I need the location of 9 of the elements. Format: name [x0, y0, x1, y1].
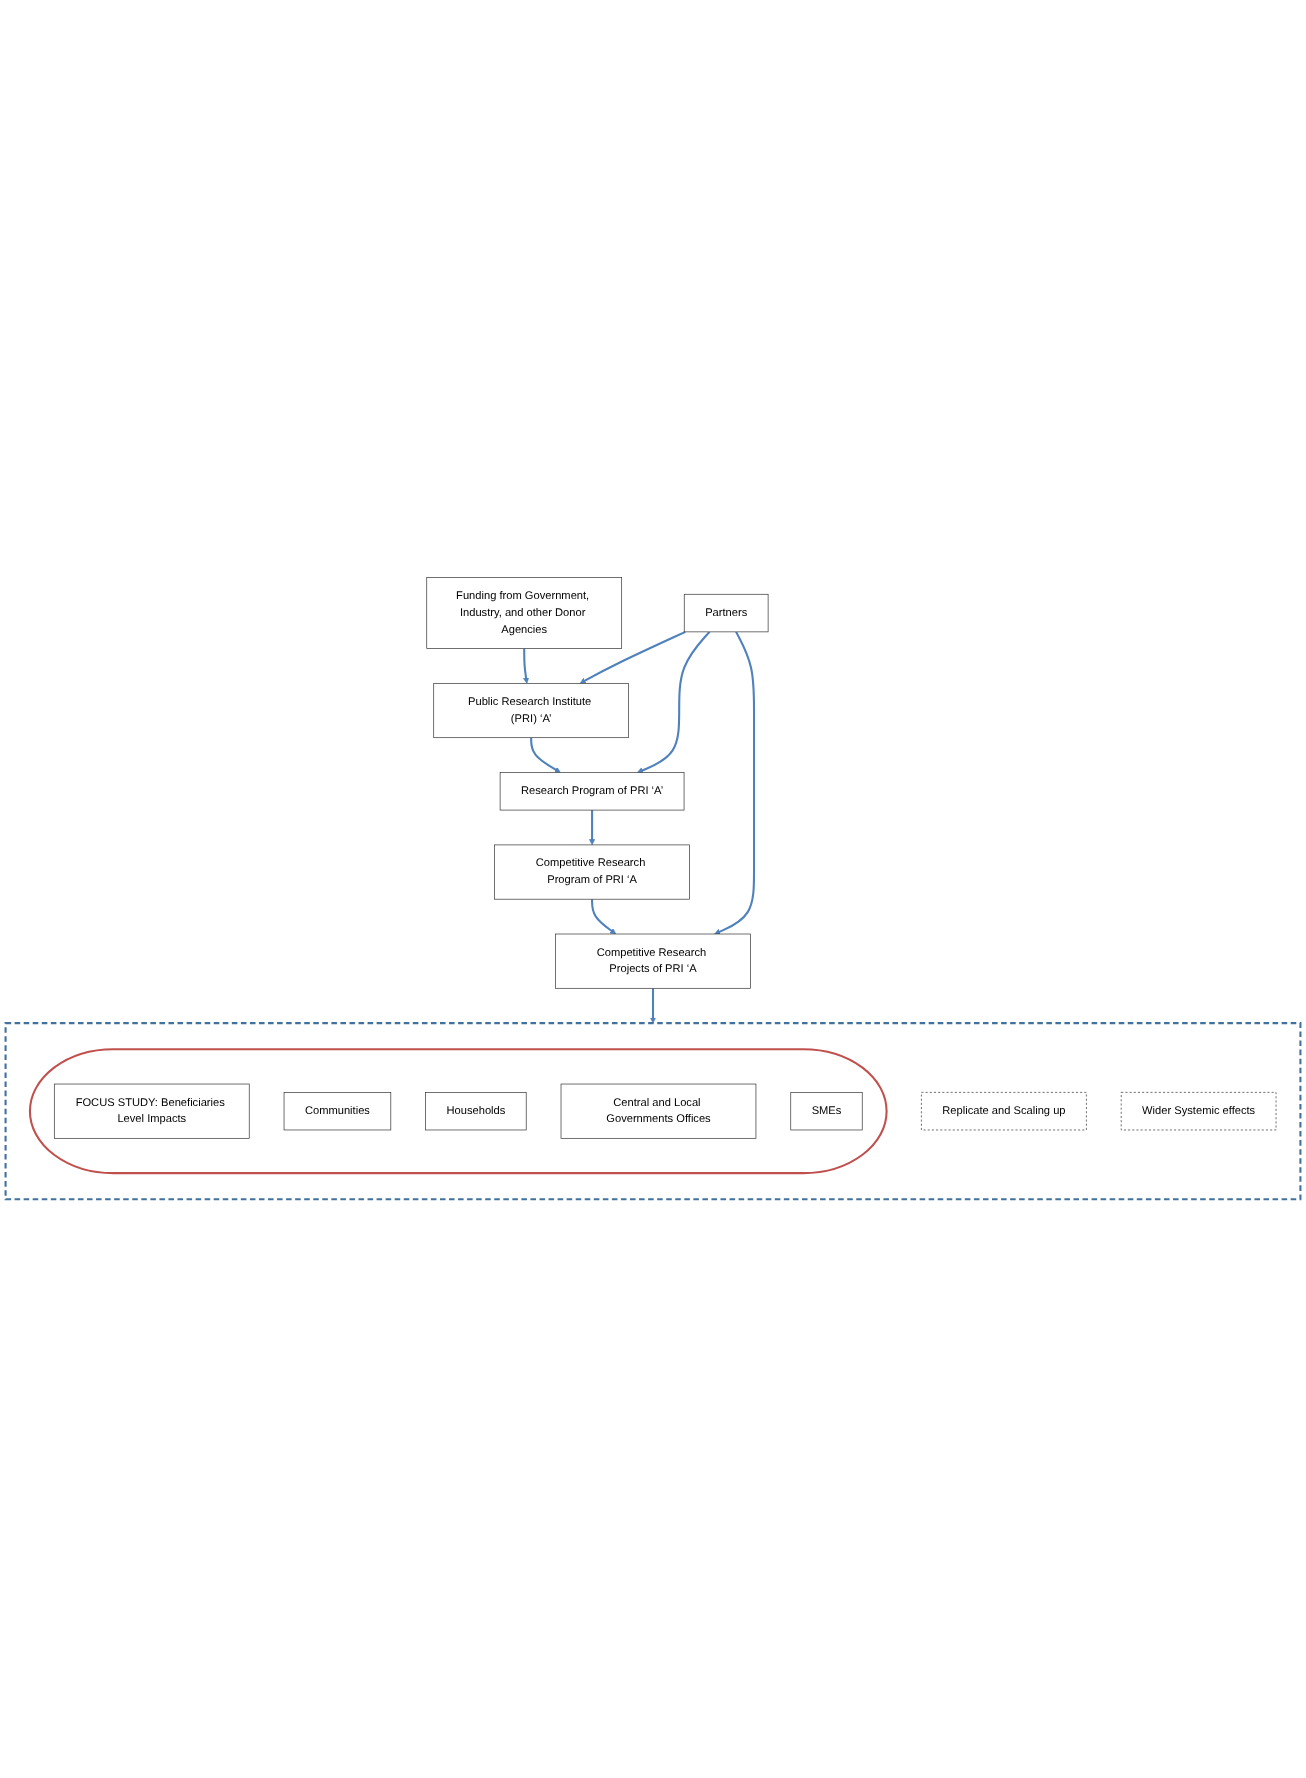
arrow — [591, 899, 617, 935]
cluster — [4, 1022, 1302, 1201]
arrow — [649, 988, 657, 1024]
arrow — [637, 631, 711, 774]
arrow — [579, 631, 686, 685]
arrow — [589, 810, 596, 846]
arrow — [714, 631, 756, 936]
arrow — [530, 738, 561, 774]
arrow — [523, 649, 530, 685]
